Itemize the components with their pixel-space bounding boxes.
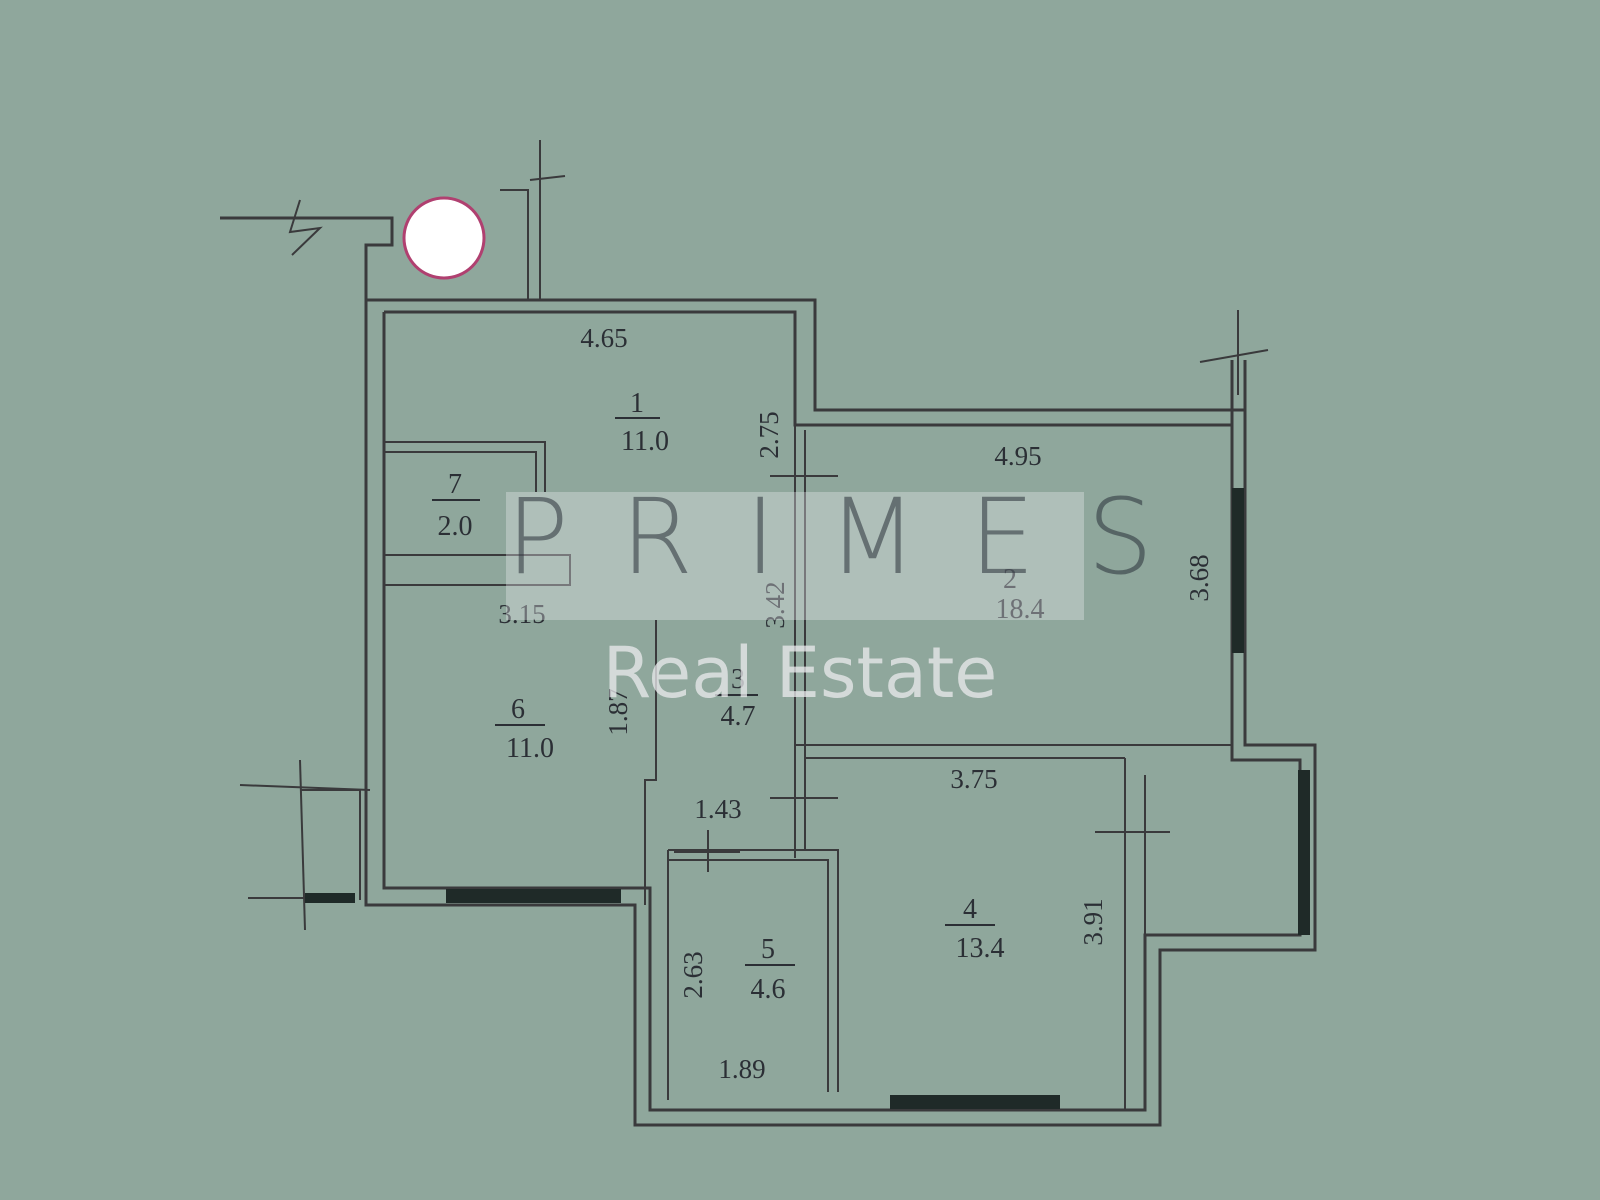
watermark-backdrop [506,492,1084,620]
room-1-area: 11.0 [621,426,669,457]
room-4-area: 13.4 [956,933,1005,964]
dimension-ticks [674,475,838,872]
dim-2-75: 2.75 [754,411,784,458]
room-2-number: 2 [1003,564,1017,595]
watermark-subtitle: Real Estate [602,632,998,714]
room-7-number: 7 [448,469,462,500]
dim-1-87: 1.87 [603,688,633,735]
windows [305,488,1310,1109]
walls [220,140,1317,1127]
room-7-area: 2.0 [438,511,473,542]
dim-3-75: 3.75 [950,764,997,794]
dim-3-68: 3.68 [1184,554,1214,601]
room-6-number: 6 [511,694,525,725]
room-4-number: 4 [963,894,977,925]
room-1-number: 1 [630,388,644,419]
dim-3-15: 3.15 [498,599,545,629]
dim-1-43: 1.43 [694,794,741,824]
dimension-labels: 4.65 2.75 4.95 3.68 3.15 3.42 1.87 3.75 … [498,323,1214,1084]
dim-3-91: 3.91 [1078,898,1108,945]
watermark-brand: PRIMES [506,476,1206,598]
ventilation-shaft [402,196,486,280]
room-labels: 1 11.0 2 18.4 3 4.7 4 13.4 5 4.6 6 11.0 … [432,388,1045,1005]
room-5-number: 5 [761,934,775,965]
dim-1-89: 1.89 [718,1054,765,1084]
dim-4-65: 4.65 [580,323,627,353]
room-3-area: 4.7 [721,701,756,732]
dim-4-95: 4.95 [994,441,1041,471]
room-5-area: 4.6 [751,974,786,1005]
room-3-number: 3 [731,664,745,695]
dim-2-63: 2.63 [678,951,708,998]
room-6-area: 11.0 [506,733,554,764]
dim-3-42: 3.42 [760,581,790,628]
room-2-area: 18.4 [996,594,1045,625]
